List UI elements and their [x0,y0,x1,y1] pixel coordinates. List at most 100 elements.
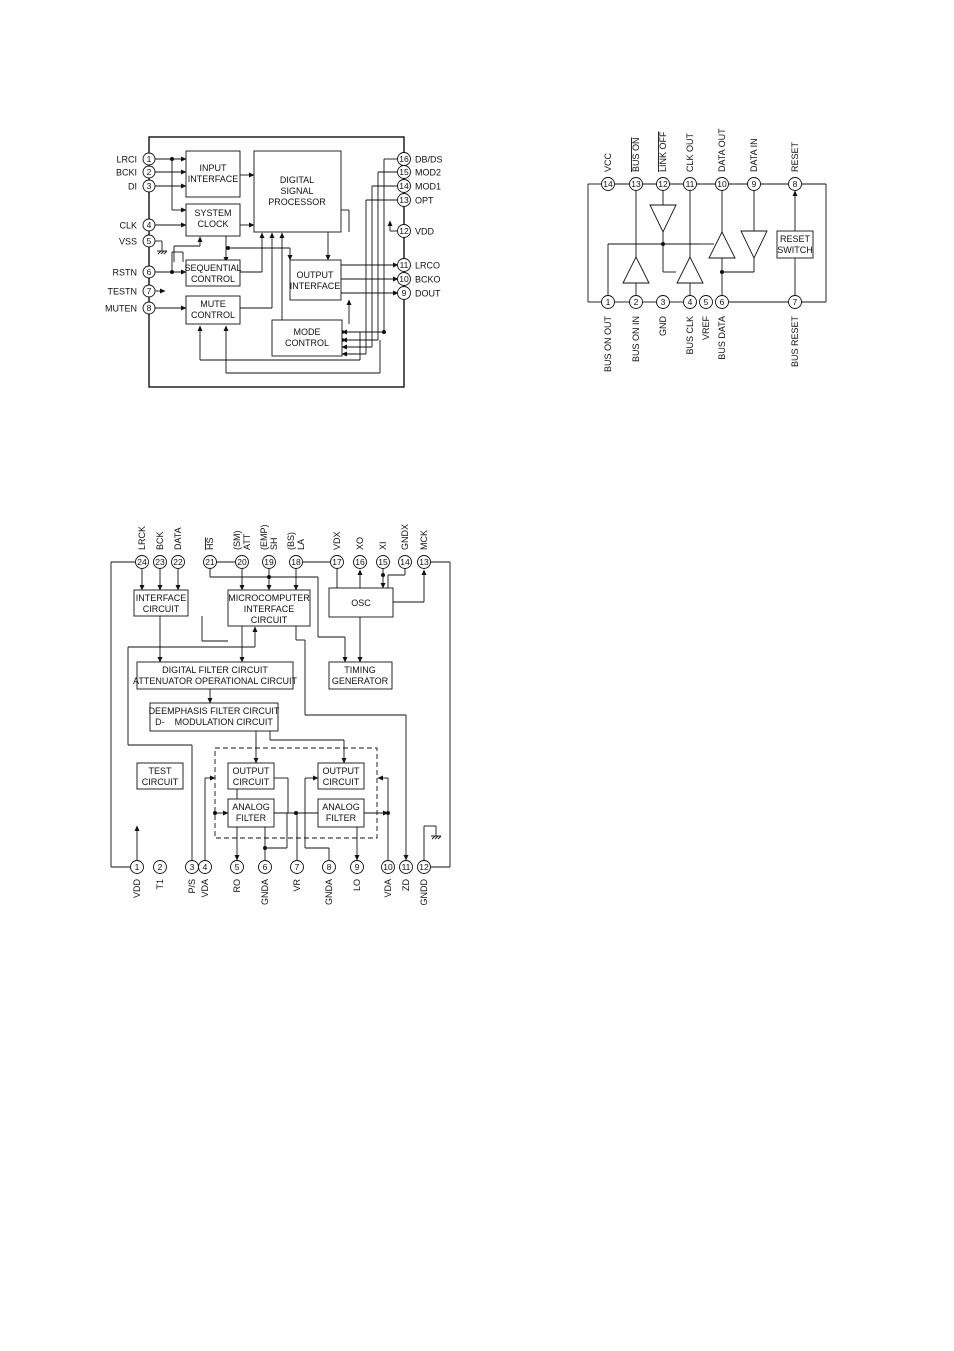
d2-pin-8-label: RESET [790,141,800,172]
d2-pin-1: 1 [601,295,615,309]
d3-pin-22-circle [171,555,185,569]
d1-pin-11-label: LRCO [415,261,440,271]
diagram-dac-block: INTERFACE CIRCUIT MICROCOMPUTER INTERFAC… [110,524,451,906]
d3-pin-3-label: P/S [187,879,197,894]
d1-pin-5-label: VSS [119,237,137,247]
d1-block-output-interface: OUTPUT INTERFACE [289,259,342,301]
d1-pin-7: 7 [142,284,156,298]
d1-pin-10-circle [397,272,411,286]
d3-outR-l2: CIRCUIT [323,777,360,787]
d3-pin-11-circle [399,860,413,874]
d3-pin-24-circle [135,555,149,569]
d1-pin-13-number: 13 [399,195,409,205]
d3-pin-14-circle [398,555,412,569]
d3-pin-16: 16 [353,555,367,569]
d1-mute-l1: MUTE [200,299,226,309]
d1-wiring [155,156,399,374]
d1-mode-l2: CONTROL [285,338,329,348]
d2-pin-6: 6 [715,295,729,309]
d1-pin-2-circle [142,165,156,179]
d2-pin-1-number: 1 [606,297,611,307]
d3-block-output-right: OUTPUT CIRCUIT [317,762,365,790]
d3-pin-24-number: 24 [137,557,147,567]
d1-mode-l1: MODE [294,327,321,337]
d3-pin-6-label: GNDA [260,879,270,905]
d2-pin-4-number: 4 [688,297,693,307]
d3-pin-17: 17 [330,555,344,569]
d1-input-l1: INPUT [200,163,228,173]
d3-block-deemphasis: DEEMPHASIS FILTER CIRCUIT D- MODULATION … [149,702,280,732]
d1-pin-4: 4 [142,218,156,232]
d3-deemph-l1: DEEMPHASIS FILTER CIRCUIT [149,706,280,716]
d3-pin-16-circle [353,555,367,569]
d1-pin-7-number: 7 [147,286,152,296]
d3-pin-20-circle [235,555,249,569]
d3-pin-19-label2: SH [269,537,279,550]
d1-pin-1-label: LRCI [116,155,137,165]
d3-pin-20-number: 20 [237,557,247,567]
d2-pin-4: 4 [683,295,697,309]
d3-pin-10: 10 [381,860,395,874]
d3-pin-20-label2: ATT [242,533,252,550]
d3-pin-5-circle [230,860,244,874]
d3-block-analog-filter-right: ANALOG FILTER [317,798,365,828]
d1-pin-10: 10 [397,272,411,286]
d3-pin-18-number: 18 [291,557,301,567]
d3-micro-l3: CIRCUIT [251,615,288,625]
d3-pin-13-number: 13 [419,557,429,567]
d1-out-l2: INTERFACE [290,281,341,291]
d1-pin-9-circle [397,286,411,300]
d3-pin-19-circle [262,555,276,569]
d3-pin-7-label: VR [292,879,302,892]
d2-pin-11-number: 11 [686,179,695,189]
d3-pin-15-label: XI [378,541,388,550]
d3-pin-9: 9 [350,860,364,874]
d3-block-analog-filter-left: ANALOG FILTER [227,798,275,828]
d2-pin-9-label: DATA IN [749,138,759,172]
d3-pin-4-number: 4 [203,862,208,872]
d3-pin-6-circle [258,860,272,874]
d2-reset-switch-box: RESET SWITCH [776,230,814,259]
d3-pin-19-number: 19 [264,557,274,567]
d1-dsp-l2: SIGNAL [280,186,313,196]
d1-block-mode-control: MODE CONTROL [271,319,343,357]
d1-pin-10-number: 10 [399,274,409,284]
d3-pin-16-number: 16 [355,557,365,567]
d3-pin-16-label: XO [355,537,365,550]
d3-pin-11-label: ZD [401,879,411,891]
d2-pin-2: 2 [629,295,643,309]
d3-pin-12-label: GNDD [419,879,429,906]
d3-pin-2-circle [153,860,167,874]
d2-pin-10-number: 10 [717,179,727,189]
d2-pin-11-label: CLK OUT [685,132,695,172]
d2-pin-13-label: BUS ON [631,137,641,172]
d2-pin-3-label: GND [658,316,668,337]
d2-pin-10-label: DATA OUT [717,128,727,172]
d2-pin-14-label: VCC [603,152,613,172]
d1-pin-3-label: DI [128,182,137,192]
d2-pin-14: 14 [601,177,615,191]
d3-block-interface-circuit: INTERFACE CIRCUIT [133,589,189,617]
d1-pin-13-circle [397,193,411,207]
d3-pin-18: 18 [289,555,303,569]
d1-mute-l2: CONTROL [191,310,235,320]
d3-afL-l1: ANALOG [232,802,270,812]
d1-out-l1: OUTPUT [297,270,335,280]
d2-wiring [587,183,827,303]
d2-pin-7-number: 7 [793,297,798,307]
d3-pin-10-circle [381,860,395,874]
d1-pin-4-circle [142,218,156,232]
d3-dfilter-l1: DIGITAL FILTER CIRCUIT [162,665,268,675]
d1-sysclk-l2: CLOCK [197,219,228,229]
d3-block-microcomputer-interface: MICROCOMPUTER INTERFACE CIRCUIT [227,589,311,627]
d1-pin-15-circle [397,165,411,179]
d3-pin-13-circle [417,555,431,569]
d2-pin-7-label: BUS RESET [790,316,800,368]
d1-pin-3: 3 [142,179,156,193]
d1-pin-15-label: MOD2 [415,168,441,178]
